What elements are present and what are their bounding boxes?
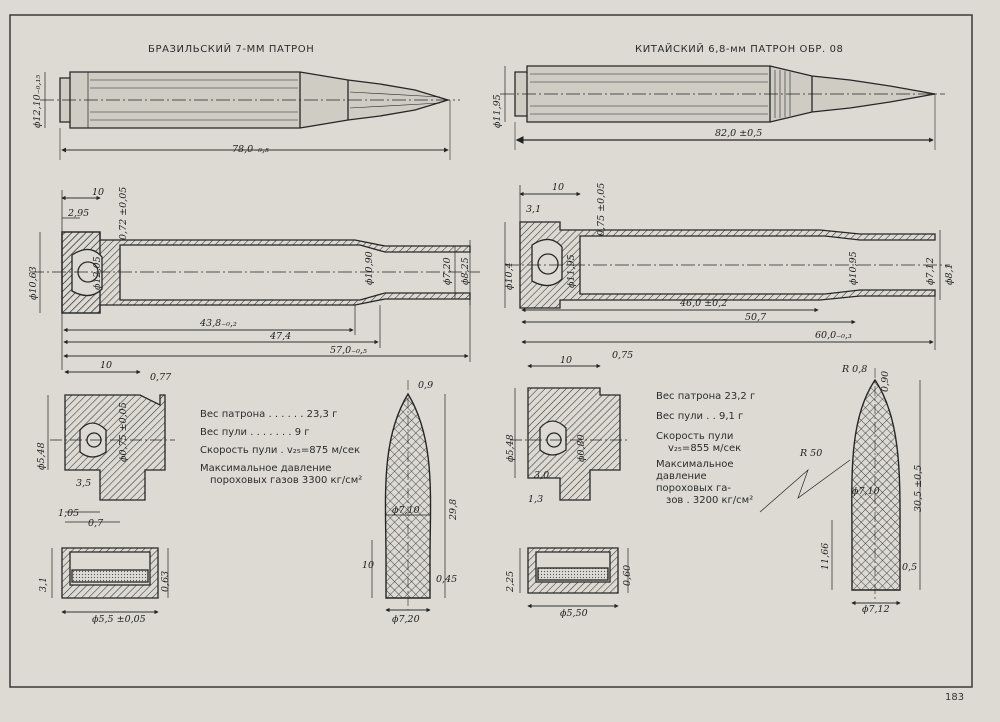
- right-overall-length: 82,0 ±0,5: [715, 128, 763, 139]
- left-base-diameter: ϕ12,05: [92, 256, 103, 290]
- right-primer-section: [519, 547, 629, 609]
- left-spec-pressure-2: пороховых газов 3300 кг/см²: [210, 475, 363, 486]
- left-head-length: 10: [92, 187, 105, 198]
- left-neck-outer-diameter: ϕ8,25: [460, 257, 471, 285]
- left-neck-inner-diameter: ϕ7,20: [442, 257, 453, 285]
- right-primer-pocket-diameter: ϕ5,48: [505, 434, 516, 462]
- left-spec-bullet-weight: Вес пули . . . . . . . 9 г: [200, 427, 310, 438]
- left-case-length: 57,0₋₀,₅: [330, 345, 367, 356]
- left-spec-cartridge-weight: Вес патрона . . . . . . 23,3 г: [200, 409, 338, 420]
- left-head-detail: [47, 369, 175, 523]
- right-primer-diameter: ϕ5,50: [560, 608, 588, 619]
- left-title: БРАЗИЛЬСКИЙ 7-ММ ПАТРОН: [148, 44, 315, 55]
- left-primer-height: 3,1: [38, 576, 49, 592]
- right-head-detail: [510, 363, 630, 501]
- right-cartridge-external-view: [500, 65, 945, 150]
- right-bullet-diameter: ϕ7,12: [862, 604, 890, 615]
- left-primer-section: [51, 547, 169, 615]
- right-spec-bullet-weight: Вес пули . . 9,1 г: [656, 411, 744, 422]
- right-detail-groove: 0,75: [612, 350, 634, 361]
- right-neck-inner-diameter: ϕ7,12: [925, 257, 936, 285]
- page-number: 183: [945, 692, 965, 703]
- right-spec-velocity-1: Скорость пули: [656, 431, 734, 442]
- left-case-section: [30, 190, 480, 370]
- right-flash-hole: ϕ0,80: [576, 434, 587, 462]
- right-shoulder-diameter: ϕ10,95: [848, 251, 859, 285]
- left-bullet-core-diameter: ϕ7,10: [392, 505, 420, 516]
- right-bullet-length: 30,5 ±0,5: [913, 464, 924, 512]
- left-spec-velocity: Скорость пули . v₂₅=875 м/сек: [200, 445, 361, 456]
- left-bullet-length: 29,8: [448, 498, 459, 520]
- right-spec-pressure-2: давление: [656, 471, 707, 482]
- left-groove-diameter: ϕ10,63: [28, 266, 39, 300]
- right-bullet-tip-radius: R 0,8: [842, 364, 868, 375]
- right-groove-depth: 0,75 ±0,05: [596, 182, 607, 236]
- left-flash-hole: ϕ0,75 ±0,05: [118, 402, 129, 462]
- right-rim-thickness: 3,1: [526, 204, 542, 215]
- right-bullet-core-diameter: ϕ7,10: [852, 486, 880, 497]
- right-pocket-depth: 3,0: [534, 470, 550, 481]
- left-detail-length: 10: [100, 360, 113, 371]
- left-web-2: 0,7: [88, 518, 104, 529]
- left-primer-diameter: ϕ5,5 ±0,05: [92, 614, 146, 625]
- right-shoulder-length: 50,7: [745, 312, 767, 323]
- left-bullet-tip: 0,9: [418, 380, 434, 391]
- right-ogive-radius: R 50: [800, 448, 823, 459]
- left-rim-diameter: ϕ12,10₋₀,₁₅: [32, 74, 43, 128]
- right-web: 1,3: [528, 494, 544, 505]
- right-case-length: 60,0₋₀,₃: [815, 330, 852, 341]
- left-overall-length: 78,0₋₀,₅: [232, 144, 269, 155]
- left-shoulder-diameter: ϕ10,90: [364, 251, 375, 285]
- right-primer-height: 2,25: [505, 570, 516, 592]
- right-neck-outer-diameter: ϕ8,1: [944, 263, 955, 285]
- left-cartridge-external-view: [40, 71, 460, 160]
- right-base-diameter: ϕ11,95: [566, 254, 577, 288]
- right-spec-pressure-3: пороховых га-: [656, 483, 732, 494]
- right-spec-pressure-1: Максимальное: [656, 459, 734, 470]
- right-bullet-base-length: 11,66: [820, 542, 831, 570]
- left-bullet-section: [371, 380, 446, 613]
- right-rim-diameter: ϕ11,95: [492, 94, 503, 128]
- left-bullet-jacket: 0,45: [436, 574, 458, 585]
- left-bullet-diameter: ϕ7,20: [392, 614, 420, 625]
- left-rim-thickness: 2,95: [68, 208, 90, 219]
- right-head-length: 10: [552, 182, 565, 193]
- left-bullet-base-length: 10: [362, 560, 375, 571]
- right-primer-wall: 0,60: [622, 564, 633, 586]
- right-title: КИТАЙСКИЙ 6,8-мм ПАТРОН ОБР. 08: [635, 44, 844, 55]
- left-groove-depth: 0,72 ±0,05: [118, 186, 129, 240]
- right-spec-pressure-4: зов . 3200 кг/см²: [666, 495, 754, 506]
- left-spec-pressure-1: Максимальное давление: [200, 463, 332, 474]
- right-detail-length: 10: [560, 355, 573, 366]
- right-bullet-section: [759, 368, 921, 606]
- left-web-1: 1,05: [58, 508, 80, 519]
- left-detail-groove: 0,77: [150, 372, 172, 383]
- left-primer-wall: 0,63: [160, 570, 171, 592]
- page-frame: [9, 14, 973, 688]
- left-primer-pocket-diameter: ϕ5,48: [36, 442, 47, 470]
- right-spec-cartridge-weight: Вес патрона 23,2 г: [656, 391, 756, 402]
- left-shoulder-length: 47,4: [270, 331, 292, 342]
- right-groove-diameter: ϕ10,4: [504, 262, 515, 290]
- right-body-length: 46,0 ±0,2: [680, 298, 728, 309]
- left-pocket-depth: 3,5: [76, 478, 92, 489]
- right-bullet-tip: 0,90: [880, 370, 891, 392]
- right-bullet-jacket: 0,5: [902, 562, 918, 573]
- left-body-length: 43,8₋₀,₂: [200, 318, 237, 329]
- right-case-section: [504, 185, 950, 350]
- right-spec-velocity-2: v₂₅=855 м/сек: [668, 443, 742, 454]
